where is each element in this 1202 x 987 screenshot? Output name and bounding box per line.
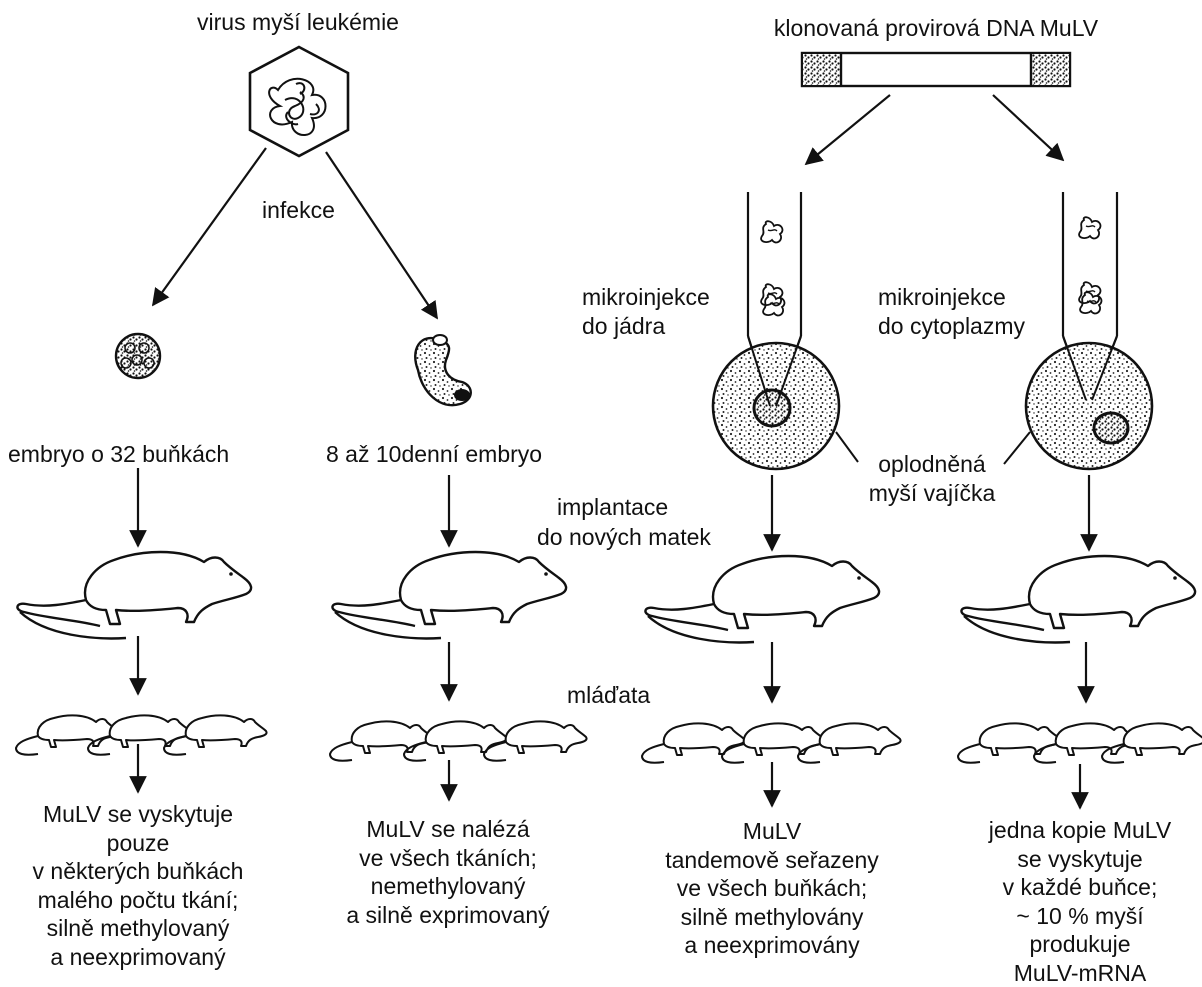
offspring-col3-icon — [642, 723, 901, 762]
mother-mouse-col3-icon — [645, 556, 879, 642]
arrow-virus-left — [153, 148, 266, 305]
microinjection-cytoplasm-label: mikroinjekce do cytoplazmy — [878, 283, 1025, 341]
embryo-32-label: embryo o 32 buňkách — [8, 440, 229, 468]
mother-mouse-col4-icon — [961, 556, 1195, 642]
virus-label: virus myší leukémie — [197, 8, 399, 36]
virus-particle-icon — [250, 47, 348, 156]
dna-label: klonovaná provirová DNA MuLV — [774, 14, 1098, 42]
infection-label: infekce — [262, 196, 335, 224]
embryo-32-cell-icon — [116, 334, 160, 378]
mother-mouse-col2-icon — [332, 552, 566, 638]
arrow-dna-left — [806, 95, 890, 164]
offspring-label: mláďata — [567, 681, 650, 709]
fertilized-egg-cytoplasm-icon — [1026, 336, 1152, 469]
embryo-10-day-label: 8 až 10denní embryo — [326, 440, 542, 468]
provirus-dna-bar-icon — [802, 53, 1070, 86]
offspring-col4-icon — [958, 723, 1202, 762]
fertilized-eggs-label: oplodněná myší vajíčka — [869, 450, 996, 508]
fertilized-egg-nucleus-icon — [713, 336, 839, 469]
microinjection-nucleus-label: mikroinjekce do jádra — [582, 283, 710, 341]
offspring-col1-icon — [16, 715, 267, 754]
arrow-virus-right — [326, 152, 437, 318]
offspring-col2-icon — [330, 721, 587, 760]
mother-mouse-col1-icon — [17, 552, 251, 638]
implantation-label: implantace do nových matek — [537, 492, 711, 552]
arrow-dna-right — [993, 95, 1063, 160]
embryo-10-day-icon — [415, 335, 471, 405]
